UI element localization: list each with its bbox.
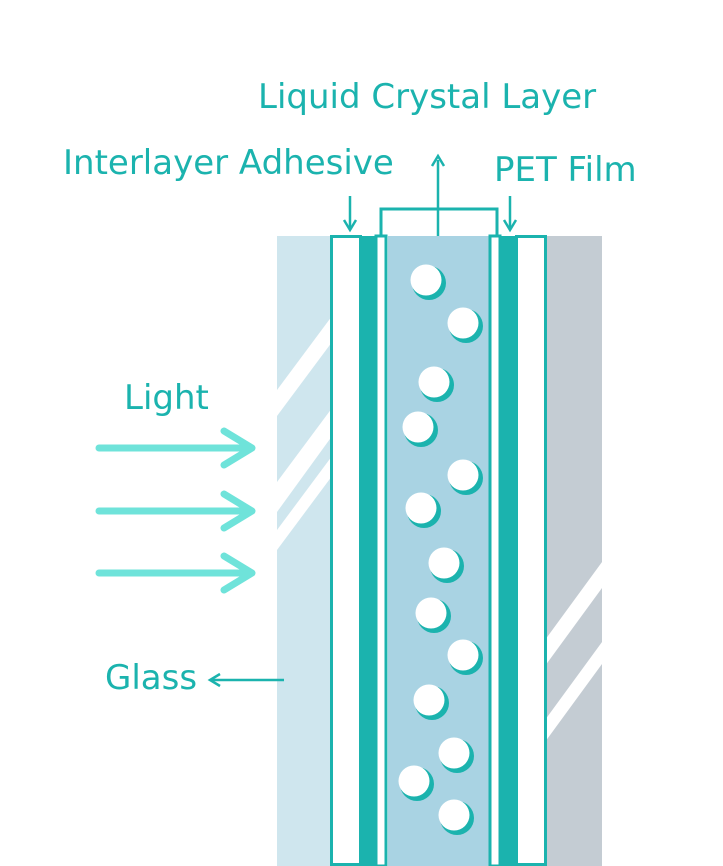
pet-film-pointer [502, 196, 518, 233]
crystal-particles [398, 264, 483, 835]
light-arrow [95, 490, 256, 532]
crystal-particle [410, 264, 446, 300]
light-arrows [95, 427, 256, 594]
crystal-particle [402, 411, 438, 447]
crystal-particle [428, 547, 464, 583]
interlayer-adhesive-pointer [342, 196, 358, 233]
interlayer-adhesive-label: Interlayer Adhesive [63, 143, 394, 183]
crystal-particle [438, 737, 474, 773]
crystal-particle [447, 307, 483, 343]
interlayer-adhesive-left [330, 235, 362, 866]
crystal-particle [447, 639, 483, 675]
pet-film-right [500, 236, 516, 866]
crystal-particle [438, 799, 474, 835]
pet-film-left [360, 236, 376, 866]
crystal-particle [413, 684, 449, 720]
glass-right-reflection [545, 562, 602, 742]
liquid-crystal-layer-label: Liquid Crystal Layer [258, 77, 596, 117]
glass-pane-right [545, 236, 602, 866]
glass-pointer [207, 672, 284, 688]
crystal-particle [415, 597, 451, 633]
conductive-edge-right [488, 234, 502, 866]
crystal-particle [405, 492, 441, 528]
crystal-particle [447, 459, 483, 495]
liquid-crystal-pointer [430, 153, 446, 236]
crystal-particle [418, 366, 454, 402]
interlayer-adhesive-right [515, 235, 547, 866]
glass-left-reflection [277, 312, 335, 550]
light-label: Light [124, 378, 209, 418]
conductive-edge-left [374, 234, 388, 866]
glass-label: Glass [105, 658, 197, 698]
crystal-particle [398, 765, 434, 801]
light-arrow [95, 552, 256, 594]
pet-film-label: PET Film [494, 150, 637, 190]
light-arrow [95, 427, 256, 469]
